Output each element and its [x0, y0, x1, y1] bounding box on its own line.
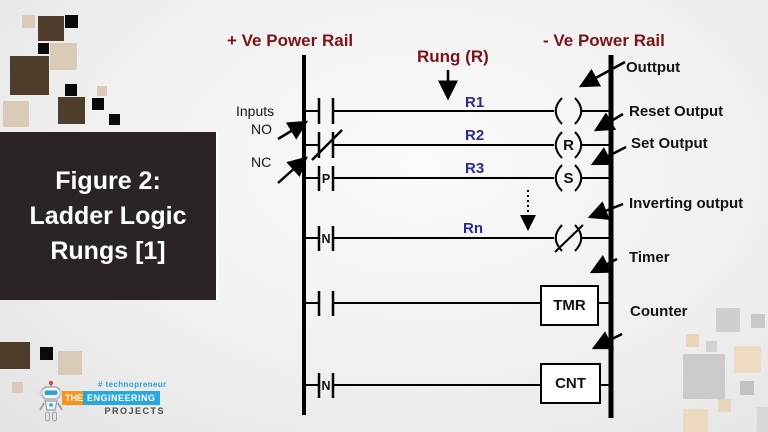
figure-title-panel: Figure 2: Ladder Logic Rungs [1]: [0, 132, 219, 300]
inputs-label: Inputs: [236, 103, 275, 119]
set-arrow: [590, 145, 627, 166]
inverting-coil: [574, 224, 583, 252]
coil-letter-set: S: [563, 170, 573, 187]
figure-title-line: Figure 2:: [55, 166, 161, 195]
decor-square: [58, 351, 82, 375]
decor-square: [734, 346, 761, 373]
counter-box: CNT: [540, 363, 601, 404]
reset-coil: [574, 131, 583, 159]
decor-square: [683, 354, 725, 399]
counter-arrow: [591, 331, 623, 350]
counter-label: Counter: [630, 303, 688, 320]
rung-1: [306, 97, 611, 125]
timer-box: TMR: [540, 285, 599, 326]
figure-title-line: Rungs [1]: [50, 236, 166, 265]
contact-letter-n: N: [321, 232, 330, 246]
decor-square: [751, 314, 765, 328]
logo-word-projects: PROJECTS: [104, 406, 165, 416]
rung-n: [306, 224, 611, 253]
decor-square: [38, 16, 64, 41]
decor-square: [12, 382, 23, 393]
output-arrow: [578, 60, 626, 88]
decor-square: [686, 334, 699, 347]
rung-label-r2: R2: [465, 127, 485, 144]
rung-label-r3: R3: [465, 160, 485, 177]
inverting-arrow: [587, 201, 624, 220]
inverting-output-label: Inverting output: [629, 195, 744, 212]
decor-square: [718, 399, 731, 412]
timer-label: Timer: [629, 249, 670, 266]
decor-square: [706, 341, 717, 352]
logo-word-engineering: ENGINEERING: [83, 391, 160, 405]
decor-square: [58, 97, 85, 124]
counter-box-label: CNT: [555, 375, 586, 392]
decor-square: [92, 98, 104, 110]
figure-title-line: Ladder Logic: [29, 201, 187, 230]
decor-square: [97, 86, 107, 96]
engineering-projects-logo: # technopreneur THE ENGINEERING PROJECTS: [34, 378, 174, 424]
positive-rail-label: + Ve Power Rail: [227, 31, 354, 50]
decor-square: [65, 15, 78, 28]
decor-square: [65, 84, 77, 96]
coil-letter-reset: R: [563, 137, 574, 154]
set-coil: [554, 164, 563, 192]
contact-letter-n2: N: [321, 379, 330, 393]
rung-3: [306, 164, 611, 192]
rung-pointer-label: Rung (R): [417, 47, 489, 66]
decor-square: [0, 342, 30, 369]
reset-coil: [554, 131, 563, 159]
decor-square: [10, 56, 49, 95]
decor-square: [40, 347, 53, 360]
no-arrow: [277, 120, 309, 141]
rung-label-r1: R1: [465, 94, 485, 111]
decor-square: [683, 409, 708, 432]
robot-logo-icon: [39, 380, 63, 422]
decor-square: [3, 101, 29, 127]
nc-arrow: [277, 156, 308, 184]
nc-label: NC: [251, 154, 272, 170]
inverting-coil: [554, 224, 563, 252]
negative-rail-label: - Ve Power Rail: [543, 31, 665, 50]
no-label: NO: [251, 121, 272, 137]
output-coil: [574, 97, 583, 125]
reset-arrow: [593, 112, 624, 132]
set-coil: [574, 164, 583, 192]
contact-letter-p: P: [322, 172, 330, 186]
inverting-slash: [554, 224, 584, 253]
decor-square: [38, 43, 49, 54]
decor-square: [740, 381, 754, 395]
output-coil: [554, 97, 563, 125]
nc-slash: [311, 129, 343, 161]
decor-square: [22, 15, 35, 28]
decor-square: [716, 308, 740, 332]
reset-output-label: Reset Output: [629, 103, 724, 120]
rung-timer: [306, 291, 611, 316]
decor-square: [50, 43, 77, 70]
timer-box-label: TMR: [553, 297, 586, 314]
decor-square: [757, 407, 768, 432]
logo-word-the: THE: [62, 391, 86, 405]
rung-label-rn: Rn: [463, 220, 483, 237]
logo-tagline: # technopreneur: [98, 380, 167, 389]
timer-arrow: [589, 255, 618, 274]
set-output-label: Set Output: [631, 135, 708, 152]
output-label: Outtput: [626, 59, 681, 76]
decor-square: [109, 114, 120, 125]
rung-2: [306, 129, 611, 161]
